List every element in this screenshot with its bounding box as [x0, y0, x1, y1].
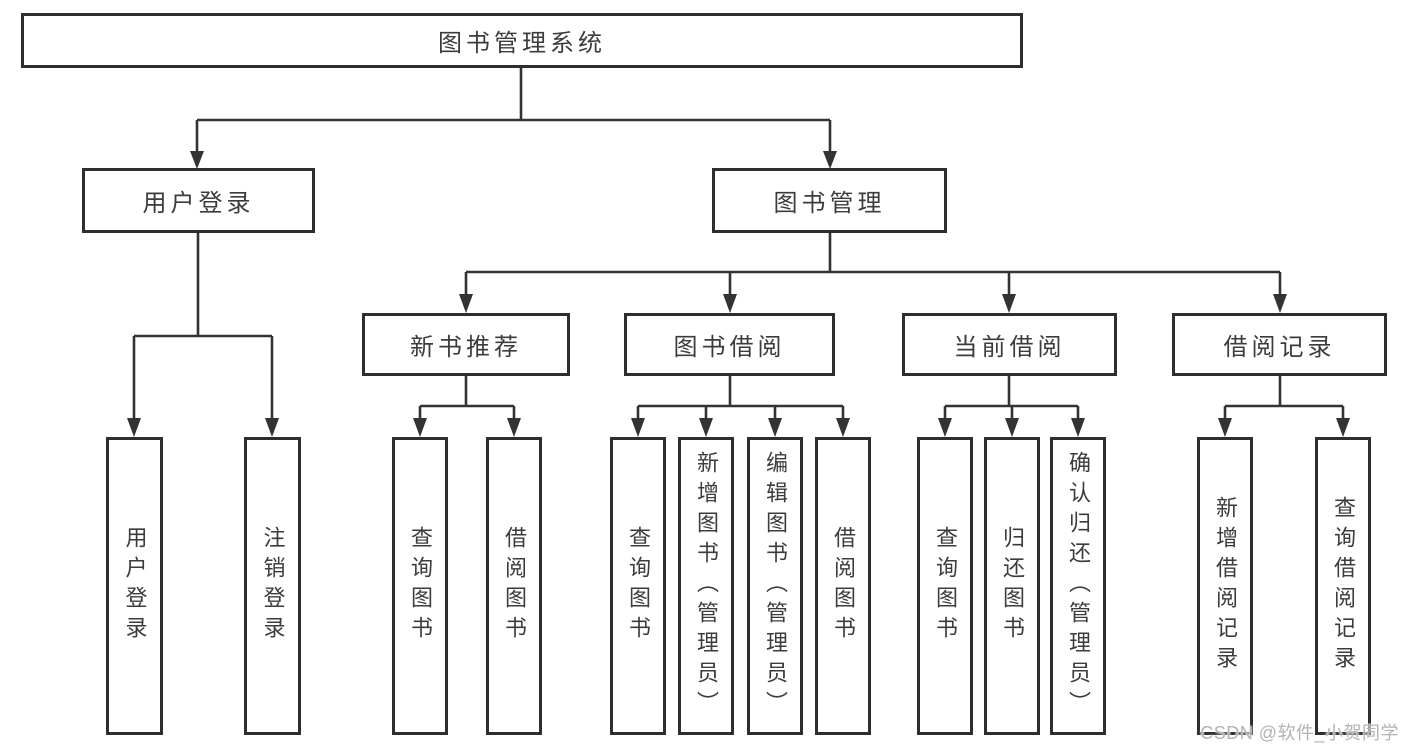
arrowhead-down-icon: [265, 418, 279, 437]
node-label: 新书推荐: [410, 334, 522, 361]
connector-current-to-leaves: [938, 376, 1085, 437]
connector-mgmt-to-groups: [459, 233, 1287, 313]
arrowhead-down-icon: [723, 294, 737, 313]
leaf-add-borrow-record: 新增借阅记录: [1197, 437, 1253, 735]
connector-path: [943, 376, 1080, 420]
arrowhead-down-icon: [938, 418, 952, 437]
arrowhead-down-icon: [413, 418, 427, 437]
leaf-label: 用户登录: [122, 526, 148, 646]
node-new-book-recommend: 新书推荐: [362, 313, 570, 376]
connector-path: [1223, 376, 1345, 420]
connector-path: [195, 68, 832, 152]
arrowhead-down-icon: [699, 418, 713, 437]
arrowhead-down-icon: [1218, 418, 1232, 437]
leaf-label: 注销登录: [260, 526, 286, 646]
connector-path: [464, 233, 1282, 296]
leaf-label: 确认归还（管理员）: [1066, 451, 1091, 721]
arrowhead-down-icon: [507, 418, 521, 437]
node-root-label: 图书管理系统: [438, 30, 606, 57]
arrowhead-down-icon: [1273, 294, 1287, 313]
leaf-logout: 注销登录: [244, 437, 301, 735]
node-root-system: 图书管理系统: [21, 13, 1023, 68]
arrowhead-down-icon: [1336, 418, 1350, 437]
arrowhead-down-icon: [631, 418, 645, 437]
connector-records-to-leaves: [1218, 376, 1350, 437]
node-current-borrow: 当前借阅: [902, 313, 1117, 376]
leaf-label: 借阅图书: [831, 526, 856, 646]
leaf-borrow-books-recommend: 借阅图书: [486, 437, 542, 735]
arrowhead-down-icon: [1071, 418, 1085, 437]
leaf-query-books-borrow: 查询图书: [610, 437, 666, 735]
arrowhead-down-icon: [127, 418, 141, 437]
leaf-label: 新增借阅记录: [1213, 496, 1238, 676]
node-label: 图书借阅: [673, 334, 786, 361]
leaf-query-borrow-record: 查询借阅记录: [1315, 437, 1371, 735]
connector-path: [636, 376, 845, 420]
arrowhead-down-icon: [190, 151, 204, 169]
leaf-return-book: 归还图书: [984, 437, 1040, 735]
leaf-label: 归还图书: [1000, 526, 1025, 646]
connector-login-to-leaves: [127, 233, 279, 437]
node-label: 图书管理: [773, 190, 886, 217]
connector-recommend-to-leaves: [413, 376, 521, 437]
arrowhead-down-icon: [836, 418, 850, 437]
node-user-login-branch: 用户登录: [82, 168, 315, 233]
node-label: 借阅记录: [1223, 334, 1336, 361]
leaf-label: 借阅图书: [502, 526, 527, 646]
connector-root-to-branches: [190, 68, 837, 169]
leaf-add-book-admin: 新增图书（管理员）: [678, 437, 734, 735]
leaf-confirm-return-admin: 确认归还（管理员）: [1050, 437, 1106, 735]
leaf-label: 查询图书: [626, 526, 651, 646]
leaf-user-login: 用户登录: [106, 437, 163, 735]
node-book-management-branch: 图书管理: [712, 168, 947, 233]
leaf-label: 新增图书（管理员）: [694, 451, 719, 721]
arrowhead-down-icon: [459, 294, 473, 313]
arrowhead-down-icon: [823, 151, 837, 169]
connector-path: [418, 376, 516, 420]
node-label: 当前借阅: [953, 334, 1066, 361]
connector-path: [132, 233, 274, 420]
leaf-label: 编辑图书（管理员）: [763, 451, 788, 721]
node-book-borrow: 图书借阅: [624, 313, 835, 376]
arrowhead-down-icon: [1002, 294, 1016, 313]
csdn-watermark: CSDN @软件_小贺同学: [1200, 723, 1399, 743]
leaf-query-books-recommend: 查询图书: [392, 437, 448, 735]
node-borrow-records: 借阅记录: [1172, 313, 1387, 376]
leaf-label: 查询图书: [408, 526, 433, 646]
arrowhead-down-icon: [1005, 418, 1019, 437]
leaf-label: 查询图书: [933, 526, 958, 646]
arrowhead-down-icon: [768, 418, 782, 437]
leaf-label: 查询借阅记录: [1331, 496, 1356, 676]
connector-bookborrow-to-leaves: [631, 376, 850, 437]
leaf-query-books-current: 查询图书: [917, 437, 973, 735]
leaf-borrow-books-borrow: 借阅图书: [815, 437, 871, 735]
leaf-edit-book-admin: 编辑图书（管理员）: [747, 437, 803, 735]
node-label: 用户登录: [142, 190, 255, 217]
